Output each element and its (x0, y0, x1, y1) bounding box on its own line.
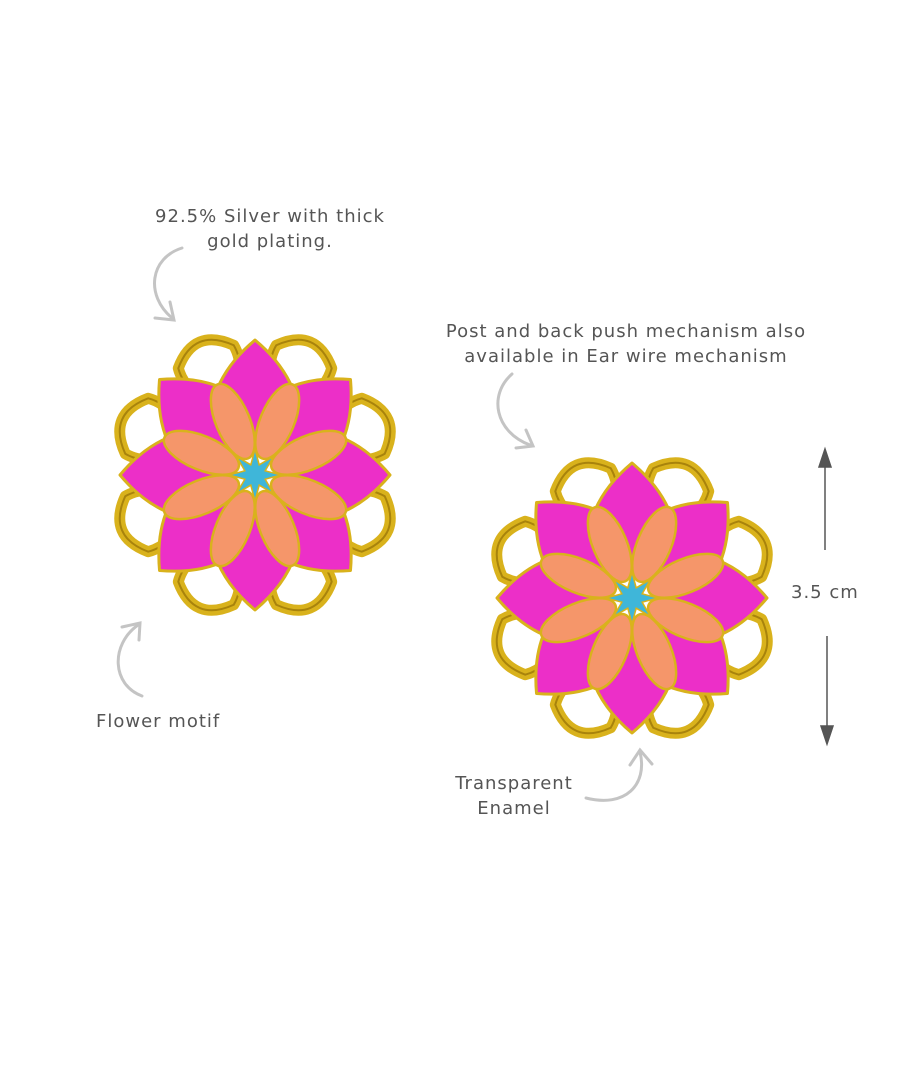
pink-petal (590, 616, 674, 735)
mechanism-label-line1: Post and back push mechanism also (445, 321, 807, 342)
dimension-arrow-down-icon (819, 725, 835, 747)
material-label-line2: gold plating. (207, 231, 333, 252)
pink-petal (213, 338, 297, 457)
arrow-enamel-head-icon (628, 747, 654, 767)
enamel-label: Transparent Enamel (444, 771, 584, 821)
pink-petal (590, 461, 674, 580)
arrow-material-icon (153, 246, 184, 320)
arrow-material-head-icon (153, 300, 176, 322)
peach-petal (209, 489, 256, 568)
earring-left (114, 334, 396, 616)
peach-petal (646, 552, 725, 599)
peach-petal (539, 597, 618, 644)
peach-petal (254, 489, 301, 568)
peach-petal (631, 505, 678, 584)
peach-petal (539, 552, 618, 599)
turquoise-star-center (226, 446, 284, 504)
size-label: 3.5 cm (791, 582, 859, 603)
peach-petal (269, 474, 348, 521)
arrow-enamel-icon (584, 750, 643, 802)
mechanism-label-line2: available in Ear wire mechanism (464, 346, 788, 367)
peach-petal (209, 382, 256, 461)
peach-petal (586, 505, 633, 584)
pink-petal (273, 433, 392, 517)
pink-petal (213, 493, 297, 612)
enamel-label-line2: Enamel (477, 798, 551, 819)
arrow-motif-head-icon (120, 621, 142, 642)
pink-petal (495, 556, 614, 640)
arrow-mechanism-icon (496, 372, 532, 447)
dimension-arrow-up-icon (817, 446, 833, 468)
turquoise-star-center (603, 569, 661, 627)
peach-petal (162, 429, 241, 476)
peach-petal (162, 474, 241, 521)
material-label: 92.5% Silver with thick gold plating. (140, 204, 400, 254)
peach-petal (586, 612, 633, 691)
peach-petal (269, 429, 348, 476)
enamel-label-line1: Transparent (455, 773, 573, 794)
motif-label: Flower motif (96, 711, 221, 732)
arrow-mechanism-head-icon (514, 428, 536, 450)
pink-petal (650, 556, 769, 640)
arrow-motif-icon (116, 623, 144, 698)
earring-right (491, 457, 773, 739)
peach-petal (631, 612, 678, 691)
pink-petal (118, 433, 237, 517)
material-label-line1: 92.5% Silver with thick (155, 206, 385, 227)
peach-petal (254, 382, 301, 461)
peach-petal (646, 597, 725, 644)
size-dimension-line (817, 446, 835, 747)
mechanism-label: Post and back push mechanism also availa… (426, 319, 826, 369)
